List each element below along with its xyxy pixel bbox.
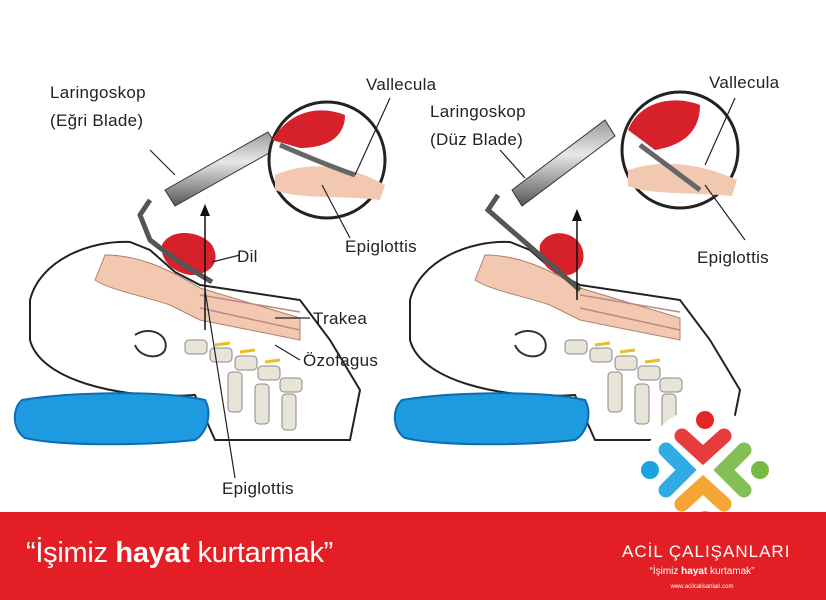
- epiglottis-bottom-label: Epiglottis: [222, 479, 294, 498]
- vallecula-label-left: Vallecula: [366, 75, 437, 94]
- left-head-diagram: [13, 97, 391, 479]
- tagline-part: kurtamak”: [707, 566, 755, 577]
- logo-url: www.acilcalisanlari.com: [670, 584, 734, 590]
- slogan-bold: hayat: [115, 537, 190, 569]
- epiglottis-inset-label-left: Epiglottis: [345, 237, 417, 256]
- laryngoscope-label-right: Laringoskop: [430, 102, 526, 121]
- tagline-bold: hayat: [681, 566, 708, 577]
- vallecula-label-right: Vallecula: [709, 73, 780, 92]
- curved-blade-label: (Eğri Blade): [50, 111, 144, 130]
- logo-tagline: “İşimiz hayat kurtamak”: [622, 566, 782, 577]
- straight-blade-label: (Düz Blade): [430, 130, 524, 149]
- trachea-label: Trakea: [313, 309, 368, 328]
- slogan-text: “İşimiz hayat kurtarmak”: [26, 537, 333, 569]
- esophagus-label: Özofagus: [303, 351, 379, 370]
- straight-blade: [484, 193, 582, 292]
- epiglottis-label-right: Epiglottis: [697, 248, 769, 267]
- slogan-banner: “İşimiz hayat kurtarmak”: [0, 512, 826, 600]
- tongue: [161, 232, 216, 275]
- right-head-diagram: [393, 90, 746, 446]
- laryngoscope-handle: [164, 131, 279, 207]
- tagline-part: “İşimiz: [649, 566, 682, 577]
- laryngoscope-handle: [511, 119, 616, 207]
- tongue-label: Dil: [237, 247, 258, 266]
- slogan-part: kurtarmak”: [189, 537, 334, 569]
- laryngoscope-label-left: Laringoskop: [50, 83, 146, 102]
- logo-title: ACİL ÇALIŞANLARI: [622, 542, 791, 561]
- slogan-part: “İşimiz: [26, 537, 116, 569]
